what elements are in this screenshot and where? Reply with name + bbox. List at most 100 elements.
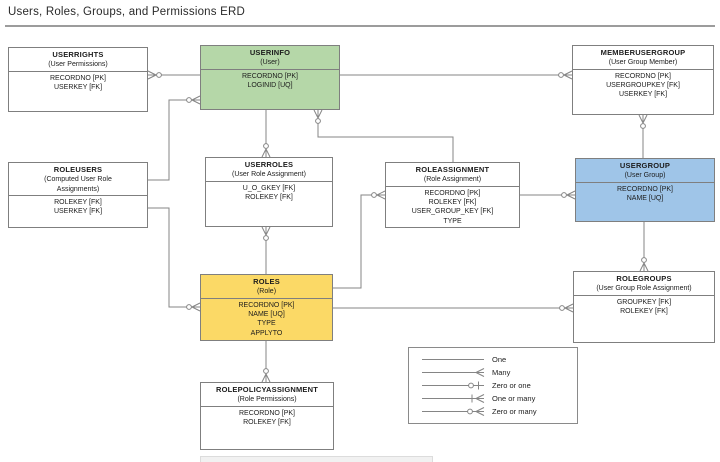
entity-field: TYPE [443,217,462,225]
crowfoot-zero-or-many-roleassignment-left [371,190,386,200]
entity-name: USERGROUP [619,161,671,170]
entity-header: ROLES (Role) [201,275,332,299]
entity-field: USERKEY [FK] [618,91,668,99]
entity-fields: RECORDNO [PK] USERKEY [FK] [9,72,147,95]
connector-roleusers-userinfo [148,99,200,181]
connector-roles-roleassignment [333,194,385,289]
entity-fields: RECORDNO [PK] NAME [UQ] [576,183,714,206]
legend-symbol-many [422,368,485,377]
entity-field: ROLEKEY [FK] [620,308,668,315]
title-divider [5,25,715,27]
entity-field: RECORDNO [PK] [238,409,295,417]
entity-fields: RECORDNO [PK] ROLEKEY [FK] [201,407,333,430]
entity-header: MEMBERUSERGROUP (User Group Member) [573,46,713,70]
page-title: Users, Roles, Groups, and Permissions ER… [8,6,245,18]
crowfoot-zero-or-many-userrights [147,70,162,80]
entity-header: USERROLES (User Role Assignment) [206,158,332,182]
crowfoot-zero-or-many-memberusergroup-left [558,70,573,80]
connector-userinfo-roleassignment [317,110,454,162]
legend-row: One or many [421,392,577,405]
entity-rolepolicyassignment: ROLEPOLICYASSIGNMENT (Role Permissions) … [200,382,334,450]
entity-fields: RECORDNO [PK] ROLEKEY [FK] USER_GROUP_KE… [386,187,519,229]
entity-header: USERRIGHTS (User Permissions) [9,48,147,72]
connector-roleusers-roles [148,207,200,308]
crowfoot-zero-or-many-roles-left [186,302,201,312]
crowfoot-zero-or-many-userroles-top [261,143,271,158]
entity-field: APPLYTO [250,329,283,337]
entity-name: USERROLES [244,160,294,169]
crowfoot-zero-or-many-userinfo-bottom [313,109,323,124]
entity-field: USER_GROUP_KEY [FK] [411,208,494,216]
legend-row: Many [421,366,577,379]
entity-name: MEMBERUSERGROUP [600,48,686,57]
entity-field: RECORDNO [PK] [241,72,298,80]
entity-usergroup: USERGROUP (User Group) RECORDNO [PK] NAM… [575,158,715,222]
entity-field: RECORDNO [PK] [238,301,295,309]
entity-subtitle: (Role) [256,288,277,296]
entity-rolegroups: ROLEGROUPS (User Group Role Assignment) … [573,271,715,343]
entity-fields: RECORDNO [PK] USERGROUPKEY [FK] USERKEY … [573,70,713,102]
entity-subtitle: (Role Permissions) [237,396,297,404]
entity-field: USERKEY [FK] [53,208,103,216]
entity-subtitle: (User Group Role Assignment) [596,285,692,293]
legend-row: Zero or one [421,379,577,392]
entity-field: NAME [UQ] [626,195,664,202]
entity-name: ROLES [253,277,280,286]
entity-field: ROLEKEY [FK] [243,419,291,426]
entity-field: RECORDNO [PK] [614,72,671,80]
bottom-partial-shape [200,456,433,462]
entity-fields: ROLEKEY [FK] USERKEY [FK] [9,196,147,219]
entity-field: USERKEY [FK] [53,84,103,91]
crowfoot-zero-or-many-rolegroups-top [639,257,649,272]
legend-symbol-zero-or-one [422,381,484,390]
entity-field: ROLEKEY [FK] [428,199,477,206]
entity-roleusers: ROLEUSERS (Computed User Role Assignment… [8,162,148,228]
entity-name: ROLEGROUPS [616,274,672,283]
crowfoot-zero-or-many-userinfo-left [186,95,201,105]
entity-header: USERINFO (User) [201,46,339,70]
legend-label: Zero or one [492,381,531,390]
legend-row: One [421,353,577,366]
legend-label: One or many [492,394,536,403]
crowfoot-zero-or-many-userroles-bottom [261,226,271,241]
entity-roles: ROLES (Role) RECORDNO [PK] NAME [UQ] TYP… [200,274,333,341]
entity-header: ROLEASSIGNMENT (Role Assignment) [386,163,519,187]
entity-fields: RECORDNO [PK] NAME [UQ] TYPE APPLYTO [201,299,332,341]
entity-field: GROUPKEY [FK] [616,298,672,306]
legend-label: One [492,355,507,364]
legend-row: Zero or many [421,405,577,418]
entity-subtitle: (Computed User Role Assignments) [44,176,112,193]
entity-name: USERRIGHTS [52,50,104,59]
entity-fields: RECORDNO [PK] LOGINID [UQ] [201,70,339,93]
crowfoot-zero-or-many-rolepolicyassignment-top [261,368,271,383]
entity-subtitle: (User Permissions) [48,61,108,69]
entity-header: ROLEUSERS (Computed User Role Assignment… [9,163,147,196]
legend-label: Zero or many [492,407,537,416]
entity-subtitle: (User Group Member) [608,59,678,67]
crowfoot-zero-or-many-memberusergroup-bottom [638,114,648,129]
entity-subtitle: (User Role Assignment) [232,171,306,179]
entity-name: USERINFO [249,48,291,57]
entity-field: RECORDNO [PK] [424,189,481,197]
entity-header: USERGROUP (User Group) [576,159,714,183]
entity-subtitle: (Role Assignment) [423,176,482,184]
entity-roleassignment: ROLEASSIGNMENT (Role Assignment) RECORDN… [385,162,520,228]
entity-field: ROLEKEY [FK] [245,194,293,201]
legend-symbol-one [422,359,484,360]
entity-header: ROLEGROUPS (User Group Role Assignment) [574,272,714,296]
entity-name: ROLEASSIGNMENT [415,165,490,174]
entity-field: ROLEKEY [FK] [54,199,102,206]
legend: One Many Zero or one One or many [408,347,578,424]
entity-fields: GROUPKEY [FK] ROLEKEY [FK] [574,296,714,319]
entity-header: ROLEPOLICYASSIGNMENT (Role Permissions) [201,383,333,407]
legend-symbol-zero-or-many [422,407,485,416]
entity-userrights: USERRIGHTS (User Permissions) RECORDNO [… [8,47,148,112]
entity-field: U_O_GKEY [FK] [242,184,296,192]
entity-field: USERGROUPKEY [FK] [606,82,680,89]
entity-field: TYPE [257,320,276,328]
legend-label: Many [492,368,511,377]
entity-memberusergroup: MEMBERUSERGROUP (User Group Member) RECO… [572,45,714,115]
entity-field: RECORDNO [PK] [49,74,106,82]
